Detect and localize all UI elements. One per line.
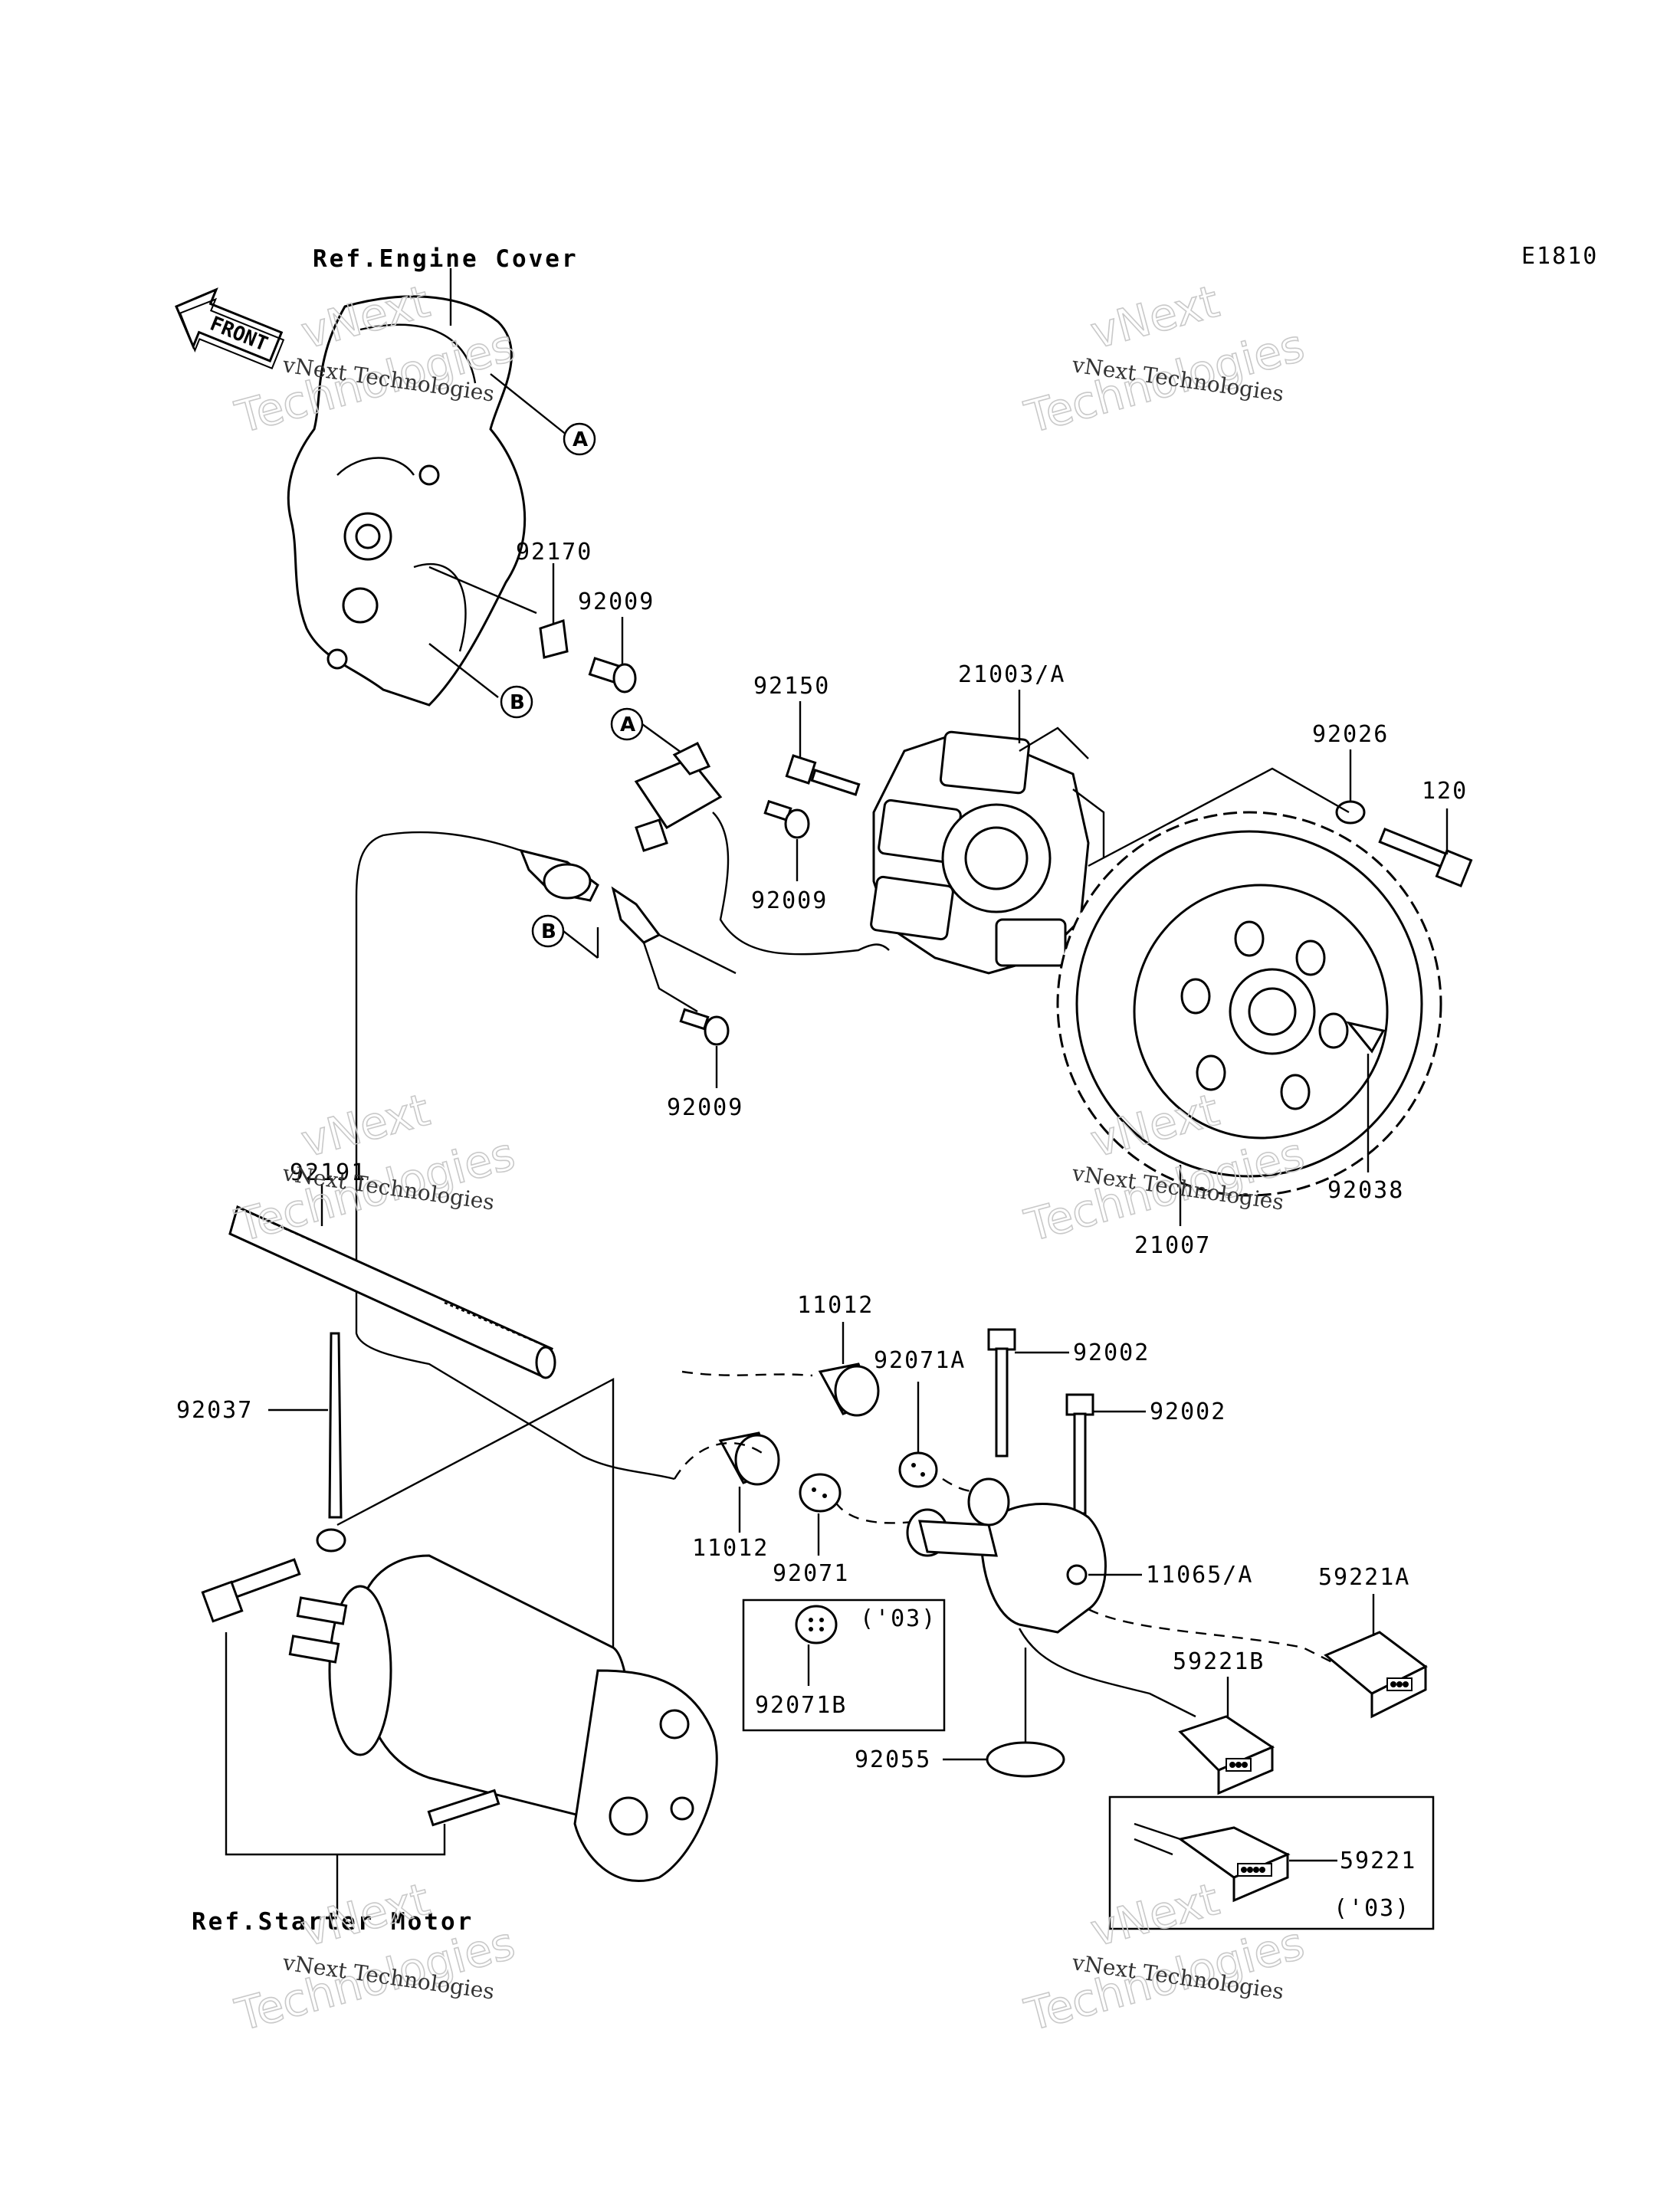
part-92071-label: 92071 — [773, 1560, 849, 1587]
callout-a-top-label: A — [573, 428, 588, 451]
starter-motor — [288, 1554, 718, 1883]
flywheel-rotor — [1056, 811, 1442, 1197]
part-11065a-label: 11065/A — [1146, 1562, 1253, 1589]
part-92055-oring — [986, 1741, 1065, 1778]
part-92191-label: 92191 — [290, 1159, 366, 1186]
part-92038-key — [1346, 1021, 1386, 1054]
part-11012-low-label: 11012 — [692, 1535, 769, 1562]
part-92002-bolt-a — [987, 1328, 1016, 1458]
callout-b-top-label: B — [510, 691, 525, 714]
variant-box-92071b — [742, 1599, 946, 1732]
part-92071-connector — [799, 1473, 842, 1513]
part-92009-mid-bolt — [763, 799, 810, 839]
part-92002-bolt-b — [1065, 1393, 1094, 1515]
leader-line — [490, 373, 568, 436]
part-92150-label: 92150 — [753, 673, 830, 700]
part-11065a-housing — [906, 1477, 1107, 1634]
variant-note-right: ('03) — [1334, 1895, 1410, 1922]
part-11012-cap-top — [818, 1362, 880, 1417]
part-92026-washer — [1335, 800, 1366, 825]
part-92071b-connector — [795, 1605, 838, 1644]
leader-line — [428, 643, 499, 698]
part-59221a-connector — [1324, 1631, 1428, 1719]
part-120-bolt — [1378, 827, 1473, 888]
part-92150-bolt — [785, 754, 861, 796]
callout-a-top: A — [563, 422, 596, 456]
starter-bolt-low — [427, 1789, 500, 1827]
part-92170-shape — [539, 618, 569, 659]
part-92002-a-label: 92002 — [1073, 1340, 1150, 1366]
pickup-sensor — [519, 848, 737, 975]
part-92191-stud — [228, 1205, 556, 1379]
watermark-mid-left: vNext Technologies vNext Technologies — [229, 1083, 520, 1252]
starter-bolt-top — [201, 1558, 301, 1623]
callout-b-mid: B — [531, 914, 565, 948]
leader-line — [428, 566, 537, 615]
callout-b-top: B — [500, 685, 533, 719]
part-59221a-label: 59221A — [1318, 1564, 1410, 1591]
part-92170-label: 92170 — [516, 539, 592, 566]
part-59221-connector — [1134, 1822, 1291, 1903]
part-92038-label: 92038 — [1327, 1177, 1404, 1204]
ref-starter-motor-label: Ref.Starter Motor — [192, 1908, 474, 1936]
callout-a-mid-label: A — [620, 713, 635, 736]
part-92009-low-bolt — [679, 1008, 730, 1046]
part-21007-label: 21007 — [1134, 1232, 1211, 1259]
part-92009-top-label: 92009 — [578, 589, 655, 615]
diagram-code: E1810 — [1521, 243, 1598, 270]
part-120-label: 120 — [1422, 778, 1468, 805]
callout-b-mid-label: B — [541, 920, 556, 943]
pickup-coil-bracket — [634, 741, 890, 956]
part-92055-label: 92055 — [855, 1746, 931, 1773]
stator-assembly — [870, 726, 1105, 975]
part-92071a-label: 92071A — [874, 1347, 966, 1374]
variant-note-left: ('03) — [860, 1605, 937, 1632]
variant-box-59221 — [1108, 1795, 1435, 1930]
callout-a-mid: A — [610, 707, 644, 741]
part-59221b-connector — [1178, 1715, 1275, 1795]
part-92009-mid-label: 92009 — [751, 887, 828, 914]
part-92026-label: 92026 — [1312, 721, 1389, 748]
part-92037-band — [328, 1332, 343, 1519]
watermark-bottom-left: vNext Technologies vNext Technologies — [229, 1872, 520, 2041]
part-92009-top-bolt — [588, 657, 637, 694]
part-11012-cap-low — [718, 1431, 780, 1486]
ref-engine-cover-label: Ref.Engine Cover — [313, 245, 579, 273]
part-92002-b-label: 92002 — [1150, 1399, 1226, 1425]
part-92009-low-label: 92009 — [667, 1094, 743, 1121]
wire-dashed — [673, 1441, 767, 1480]
front-arrow-icon: FRONT — [175, 287, 285, 369]
part-21003a-label: 21003/A — [958, 661, 1065, 688]
engine-cover — [287, 268, 527, 707]
part-92071a-connector — [898, 1451, 938, 1488]
part-92071b-label: 92071B — [755, 1692, 847, 1719]
watermark-top-right: vNext Technologies vNext Technologies — [1019, 274, 1310, 444]
part-11012-top-label: 11012 — [797, 1292, 874, 1319]
part-92037-label: 92037 — [176, 1397, 253, 1424]
part-59221b-label: 59221B — [1173, 1648, 1265, 1675]
part-59221-label: 59221 — [1340, 1848, 1416, 1874]
watermark-bottom-right: vNext Technologies vNext Technologies — [1019, 1872, 1310, 2041]
